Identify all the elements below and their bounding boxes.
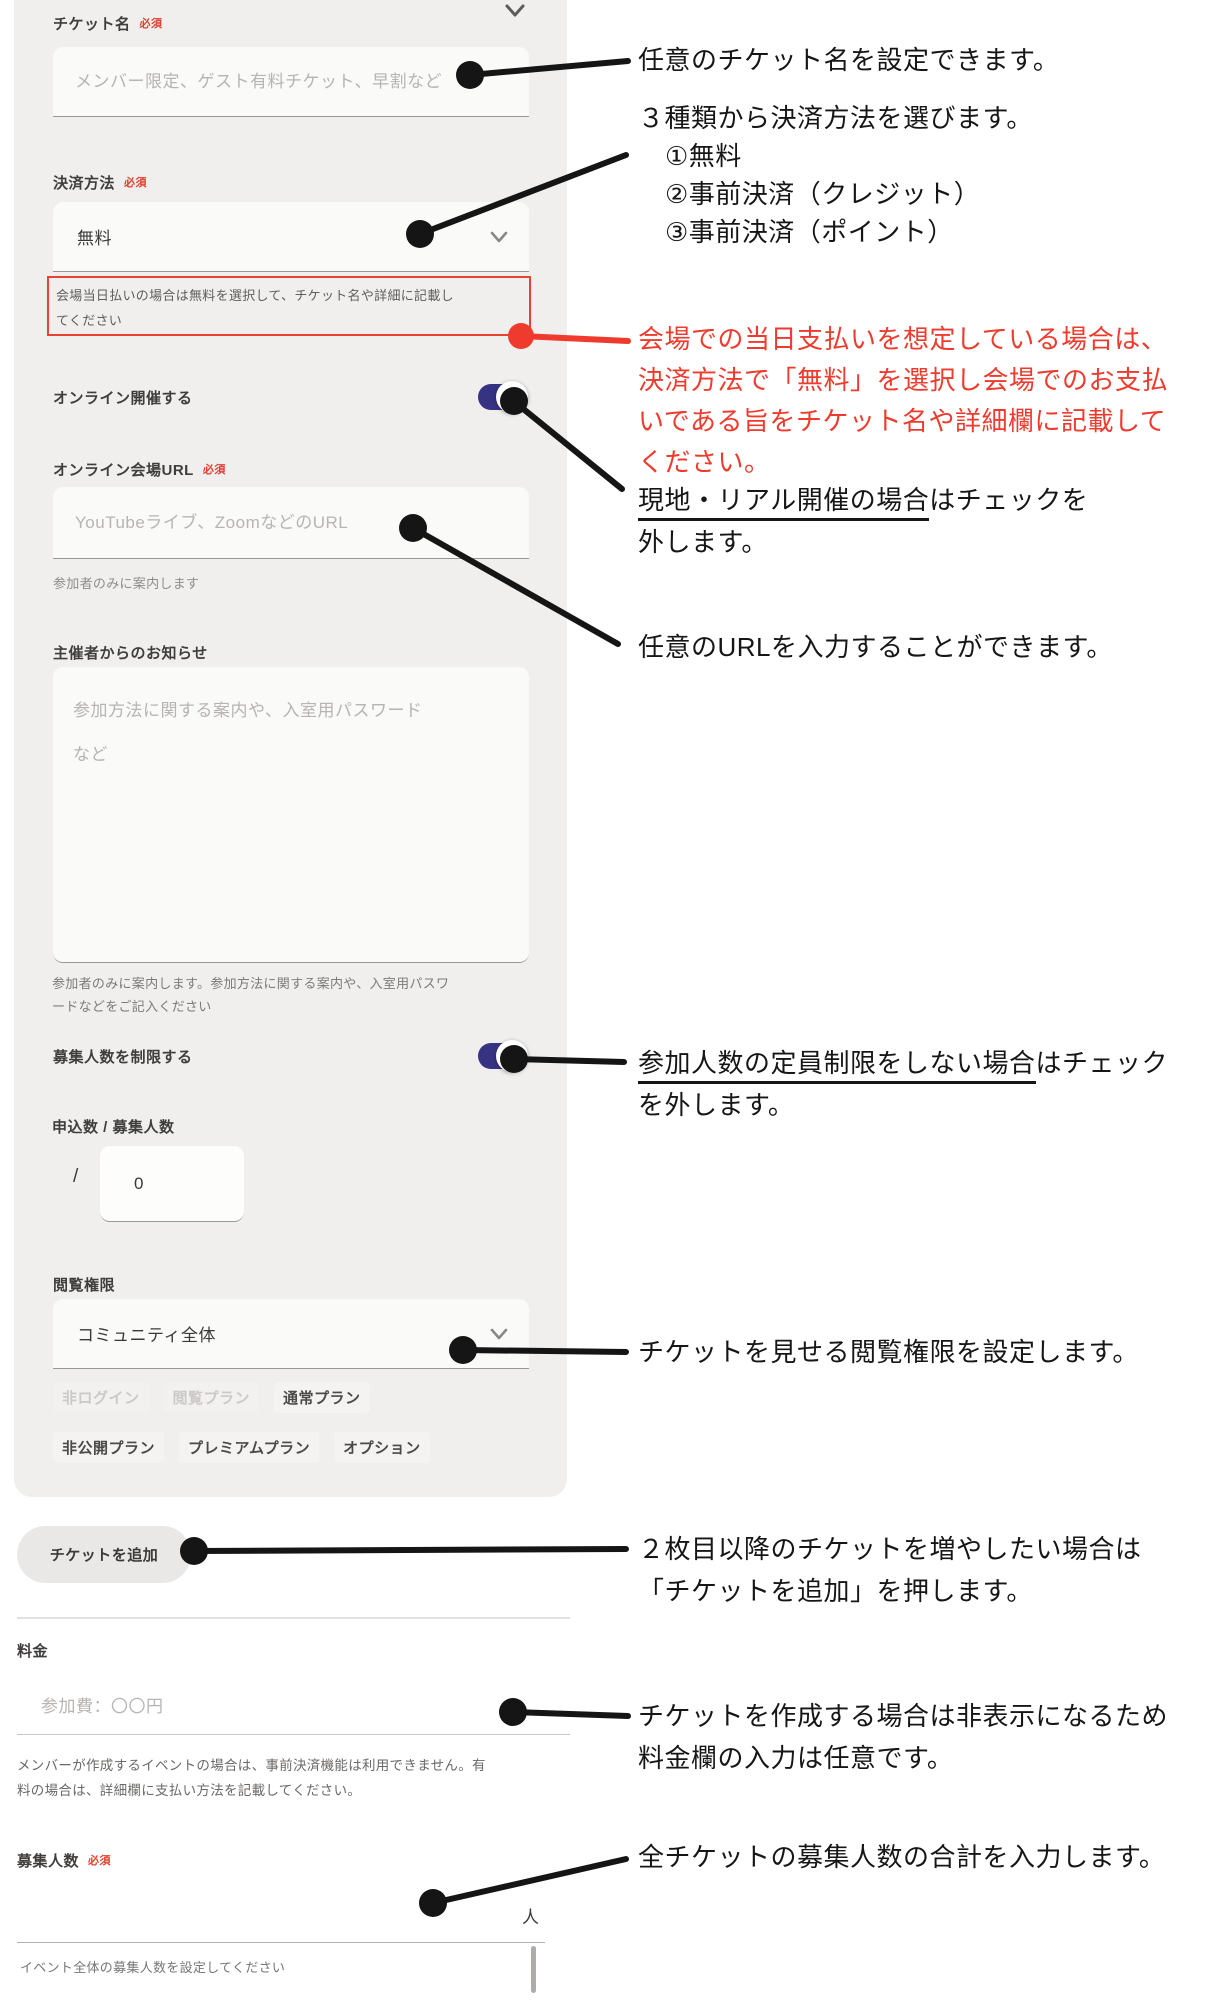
online-event-label: オンライン開催する: [53, 390, 193, 407]
annotation-real-venue: 現地・リアル開催の場合はチェックを 外します。: [638, 485, 1089, 557]
organizer-notice-textarea[interactable]: 参加方法に関する案内や、入室用パスワード など: [53, 667, 529, 963]
annotation-payment: ３種類から決済方法を選びます。 ①無料 ②事前決済（クレジット） ③事前決済（ポ…: [638, 103, 1033, 247]
online-url-input-wrap: [53, 487, 529, 559]
plan-chip-view: 閲覧プラン: [163, 1382, 260, 1413]
plan-chip-guest: 非ログイン: [53, 1382, 149, 1413]
visibility-label: 閲覧権限: [53, 1277, 116, 1294]
limit-capacity-label: 募集人数を制限する: [53, 1049, 193, 1066]
capacity-unit: 人: [522, 1907, 539, 1927]
visibility-select[interactable]: コミュニティ全体: [53, 1299, 529, 1369]
capacity-per-ticket-input[interactable]: [132, 1172, 244, 1195]
annotation-add-ticket: ２枚目以降のチケットを増やしたい場合は 「チケットを追加」を押します。: [638, 1534, 1142, 1606]
limit-capacity-toggle[interactable]: [478, 1040, 528, 1072]
payment-warning-box: 会場当日払いの場合は無料を選択して、チケット名や詳細に記載し てください: [47, 276, 531, 336]
applications-label: 申込数 / 募集人数: [52, 1119, 175, 1136]
online-event-toggle[interactable]: [478, 381, 528, 413]
plan-chip-premium: プレミアムプラン: [179, 1432, 320, 1463]
required-badge: 必須: [124, 177, 148, 189]
fee-input-wrap: [17, 1680, 570, 1735]
annotation-venue-payment: 会場での当日支払いを想定している場合は、 決済方法で「無料」を選択し会場でのお支…: [638, 324, 1169, 477]
payment-method-label: 決済方法必須: [53, 175, 148, 192]
annotation-url: 任意のURLを入力することができます。: [638, 632, 1113, 662]
payment-method-select[interactable]: 無料: [53, 202, 529, 272]
annotation-limit: 参加人数の定員制限をしない場合はチェック を外します。: [638, 1048, 1169, 1120]
required-badge: 必須: [202, 464, 226, 476]
ticket-name-input[interactable]: [73, 70, 529, 93]
total-capacity-input[interactable]: [27, 1904, 522, 1926]
fee-input[interactable]: [39, 1696, 570, 1718]
total-capacity-input-wrap: 人: [17, 1888, 545, 1943]
ticket-name-input-wrap: [53, 47, 529, 117]
plan-chip-row-1: 非ログイン 閲覧プラン 通常プラン: [53, 1382, 370, 1413]
scrollbar-thumb[interactable]: [531, 1946, 536, 1993]
required-badge: 必須: [88, 1855, 112, 1867]
plan-chip-row-2: 非公開プラン プレミアムプラン オプション: [53, 1432, 430, 1463]
total-capacity-label: 募集人数必須: [17, 1853, 112, 1870]
plan-chip-normal: 通常プラン: [274, 1382, 370, 1413]
annotation-fee: チケットを作成する場合は非表示になるため 料金欄の入力は任意です。: [638, 1701, 1169, 1773]
chevron-down-icon: [490, 1328, 508, 1339]
payment-method-value: 無料: [77, 229, 112, 248]
fee-label: 料金: [17, 1643, 49, 1660]
online-url-input[interactable]: [73, 511, 529, 534]
capacity-per-ticket-input-wrap: [100, 1146, 244, 1222]
section-divider: [17, 1617, 570, 1619]
applications-slash: /: [73, 1166, 79, 1187]
annotation-ticket-name: 任意のチケット名を設定できます。: [638, 45, 1060, 75]
visibility-value: コミュニティ全体: [77, 1326, 216, 1345]
required-badge: 必須: [139, 18, 163, 30]
plan-chip-option: オプション: [334, 1432, 430, 1463]
organizer-notice-helper: 参加者のみに案内します。参加方法に関する案内や、入室用パスワ ードなどをご記入く…: [52, 976, 450, 1014]
chevron-down-icon: [490, 231, 508, 242]
total-capacity-helper: イベント全体の募集人数を設定してください: [20, 1960, 286, 1975]
annotation-capacity: 全チケットの募集人数の合計を入力します。: [638, 1842, 1166, 1872]
organizer-notice-label: 主催者からのお知らせ: [53, 645, 208, 662]
toggle-knob: [496, 381, 528, 413]
collapse-chevron-icon[interactable]: [502, 0, 528, 22]
online-url-helper: 参加者のみに案内します: [53, 576, 200, 591]
ticket-name-label: チケット名必須: [53, 16, 163, 33]
fee-helper: メンバーが作成するイベントの場合は、事前決済機能は利用できません。有 料の場合は…: [17, 1758, 486, 1798]
add-ticket-button[interactable]: チケットを追加: [17, 1526, 191, 1583]
plan-chip-private: 非公開プラン: [53, 1432, 165, 1463]
annotation-visibility: チケットを見せる閲覧権限を設定します。: [638, 1337, 1139, 1367]
toggle-knob: [496, 1040, 528, 1072]
